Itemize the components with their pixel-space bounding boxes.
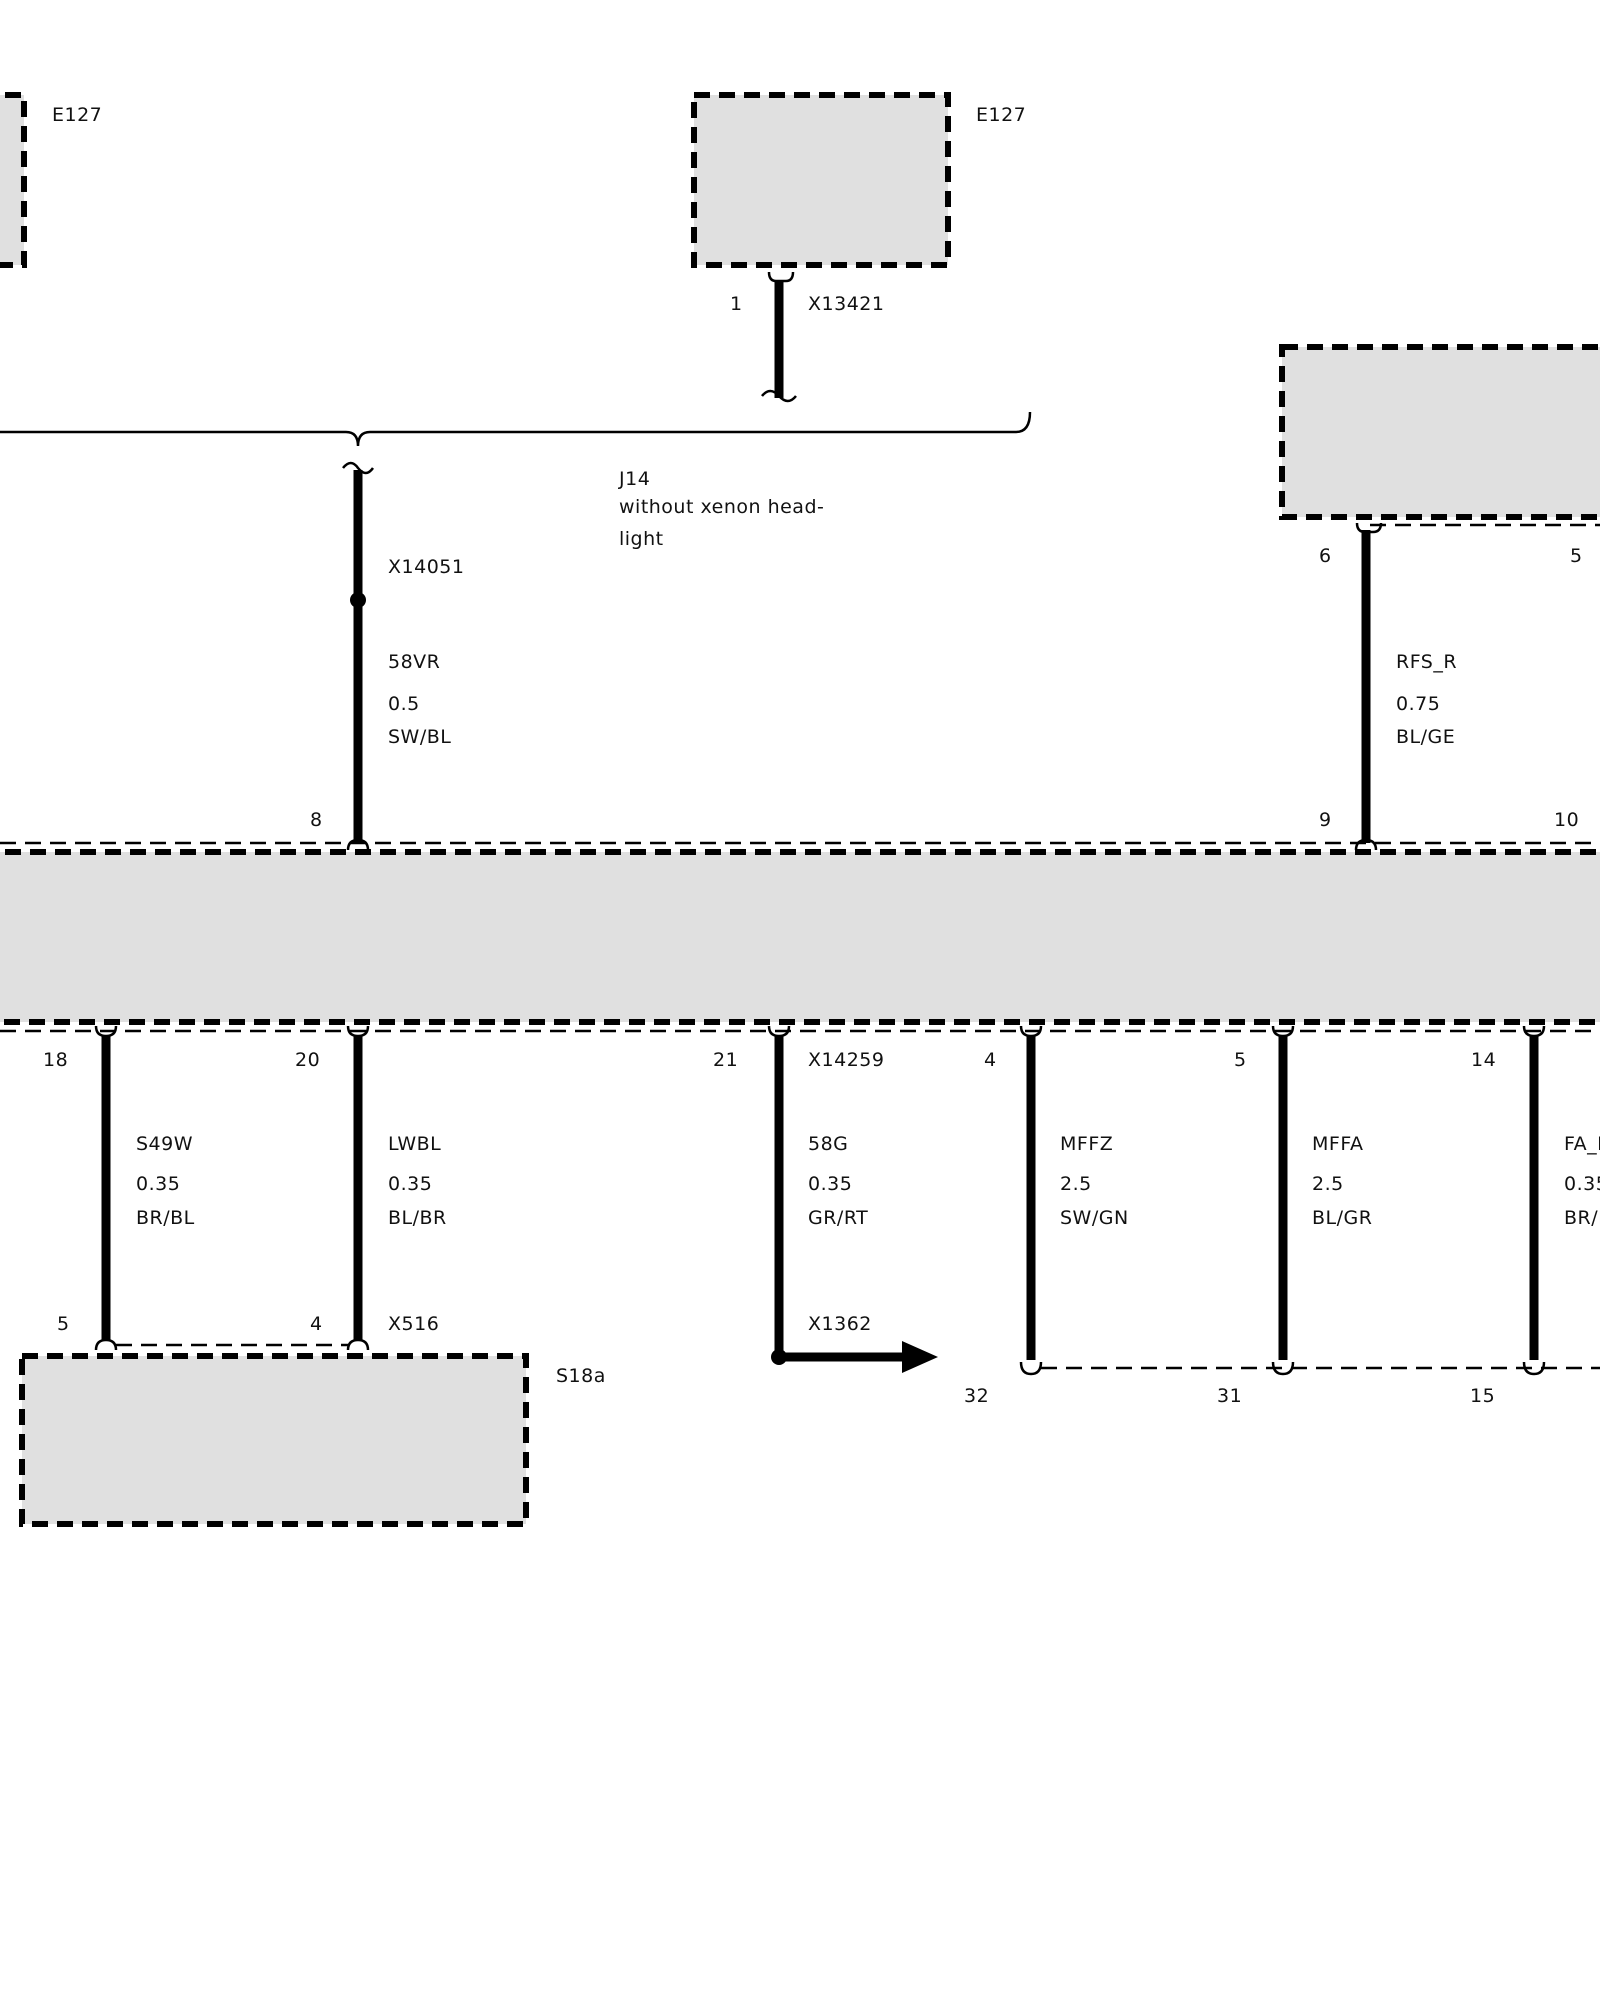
wire-fa-l-pin: 14: [1471, 1049, 1496, 1071]
s18a-pin-4-socket: [346, 1338, 370, 1351]
wire-58g-color: GR/RT: [808, 1207, 868, 1229]
wire-mffz-signal: MFFZ: [1060, 1133, 1113, 1155]
wire-58g-signal: 58G: [808, 1133, 848, 1155]
pin-15-socket: [1522, 1361, 1546, 1376]
wire-58g-pin: 21: [713, 1049, 738, 1071]
splice-x14051-label: X14051: [388, 556, 464, 578]
wire-rfs-r-signal: RFS_R: [1396, 651, 1457, 673]
x13421-label: X13421: [808, 293, 884, 315]
wire-58vr-color: SW/BL: [388, 726, 451, 748]
wire-mffz-pin: 4: [984, 1049, 997, 1071]
pin-10-label: 10: [1554, 809, 1579, 831]
wire-58g-size: 0.35: [808, 1173, 852, 1195]
s18a-pin-4: 4: [310, 1313, 323, 1335]
wire-mffz-color: SW/GN: [1060, 1207, 1129, 1229]
wire-fa-l-end-pin: 15: [1470, 1385, 1495, 1407]
e127-top-pin-1: 1: [730, 293, 743, 315]
s18a-label: S18a: [556, 1365, 606, 1387]
splice-x14051[interactable]: [350, 592, 366, 608]
j14-brace: [0, 411, 1032, 447]
continuation-arrow-icon[interactable]: [902, 1341, 938, 1373]
wire-mffa-color: BL/GR: [1312, 1207, 1372, 1229]
wire-lwbl-pin: 20: [295, 1049, 320, 1071]
wire-mffa-size: 2.5: [1312, 1173, 1344, 1195]
wire-lwbl-size: 0.35: [388, 1173, 432, 1195]
wire-rfs-r-color: BL/GE: [1396, 726, 1455, 748]
wire-mffz-end-pin: 32: [964, 1385, 989, 1407]
wire-rfs-r-size: 0.75: [1396, 693, 1440, 715]
wire-lwbl-color: BL/BR: [388, 1207, 447, 1229]
wire-mffa-signal: MFFA: [1312, 1133, 1364, 1155]
wire-s49w-pin: 18: [43, 1049, 68, 1071]
main-control-module[interactable]: [0, 849, 1600, 1025]
j14-condition-line2: light: [619, 528, 664, 550]
right-component-box[interactable]: [1279, 344, 1600, 520]
j14-condition-line1: without xenon head-: [619, 496, 824, 518]
wire-58vr-size: 0.5: [388, 693, 420, 715]
e127-top-box[interactable]: [691, 92, 951, 268]
wire-lwbl-signal: LWBL: [388, 1133, 441, 1155]
e127-top-label: E127: [976, 104, 1026, 126]
right-box-pin-5: 5: [1570, 545, 1583, 567]
wire-fa-l-size: 0.35: [1564, 1173, 1600, 1195]
s18a-pin-5: 5: [57, 1313, 70, 1335]
e127-left-box[interactable]: [0, 92, 27, 268]
wire-fa-l-color: BR/L: [1564, 1207, 1600, 1229]
wire-fa-l-signal: FA_L: [1564, 1133, 1600, 1155]
wire-58vr-pin: 8: [310, 809, 323, 831]
wire-mffa-pin: 5: [1234, 1049, 1247, 1071]
e127-top-pin-socket: [767, 271, 795, 283]
wire-s49w-signal: S49W: [136, 1133, 193, 1155]
pin-31-socket: [1271, 1361, 1295, 1376]
wire-x13421-break: [761, 389, 797, 403]
wire-mffz-size: 2.5: [1060, 1173, 1092, 1195]
e127-left-label: E127: [52, 104, 102, 126]
x1362-label: X1362: [808, 1313, 872, 1335]
x516-label: X516: [388, 1313, 439, 1335]
j14-label: J14: [618, 468, 650, 490]
wire-58vr-signal: 58VR: [388, 651, 440, 673]
x14259-label: X14259: [808, 1049, 884, 1071]
wire-rfs-r-pin: 9: [1319, 809, 1332, 831]
right-box-pin-6: 6: [1319, 545, 1332, 567]
s18a-box[interactable]: [19, 1353, 529, 1527]
wire-mffa-end-pin: 31: [1217, 1385, 1242, 1407]
wire-58vr-break: [342, 461, 375, 475]
wire-s49w-size: 0.35: [136, 1173, 180, 1195]
wire-s49w-color: BR/BL: [136, 1207, 195, 1229]
pin-9-socket: [1354, 838, 1378, 851]
pin-32-socket: [1019, 1361, 1043, 1376]
pin-8-socket: [346, 838, 370, 851]
s18a-pin-5-socket: [94, 1338, 118, 1351]
